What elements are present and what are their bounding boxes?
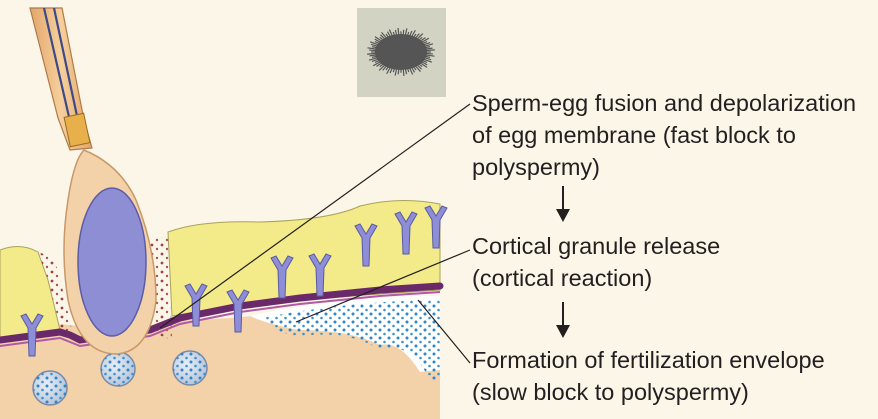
sperm-nucleus <box>77 187 147 337</box>
receptor-icon <box>308 253 332 297</box>
granule-contents <box>262 300 440 380</box>
down-arrow-icon <box>556 186 570 222</box>
jelly-layer-left <box>0 246 61 341</box>
pointer-lines <box>159 103 471 364</box>
receptor-icon <box>270 255 294 299</box>
sea-urchin-icon <box>367 28 435 76</box>
receptor-icon <box>424 205 448 249</box>
pointer-line-fusion <box>159 103 471 329</box>
pointer-line-envelope <box>417 299 471 364</box>
step-fast-block-label: Sperm-egg fusion and depolarization of e… <box>472 90 857 180</box>
vitelline-dots-left <box>38 252 72 334</box>
receptor-icon <box>354 223 378 267</box>
receptor-icon <box>184 283 208 327</box>
sperm-receptors <box>20 205 448 357</box>
step-slow-block-label: Formation of fertilization envelope (slo… <box>472 347 825 405</box>
sperm-cell <box>29 7 157 355</box>
cortical-granules <box>32 350 208 406</box>
step-cortical-reaction-label: Cortical granule release (cortical react… <box>472 233 721 291</box>
receptor-icon <box>394 211 418 255</box>
receptor-icon <box>226 289 250 333</box>
down-arrow-icon <box>556 302 570 338</box>
vitelline-dots-mid <box>150 236 172 340</box>
receptor-icon <box>20 313 44 357</box>
pointer-line-cortical <box>295 249 471 323</box>
sea-urchin-inset <box>357 8 446 97</box>
